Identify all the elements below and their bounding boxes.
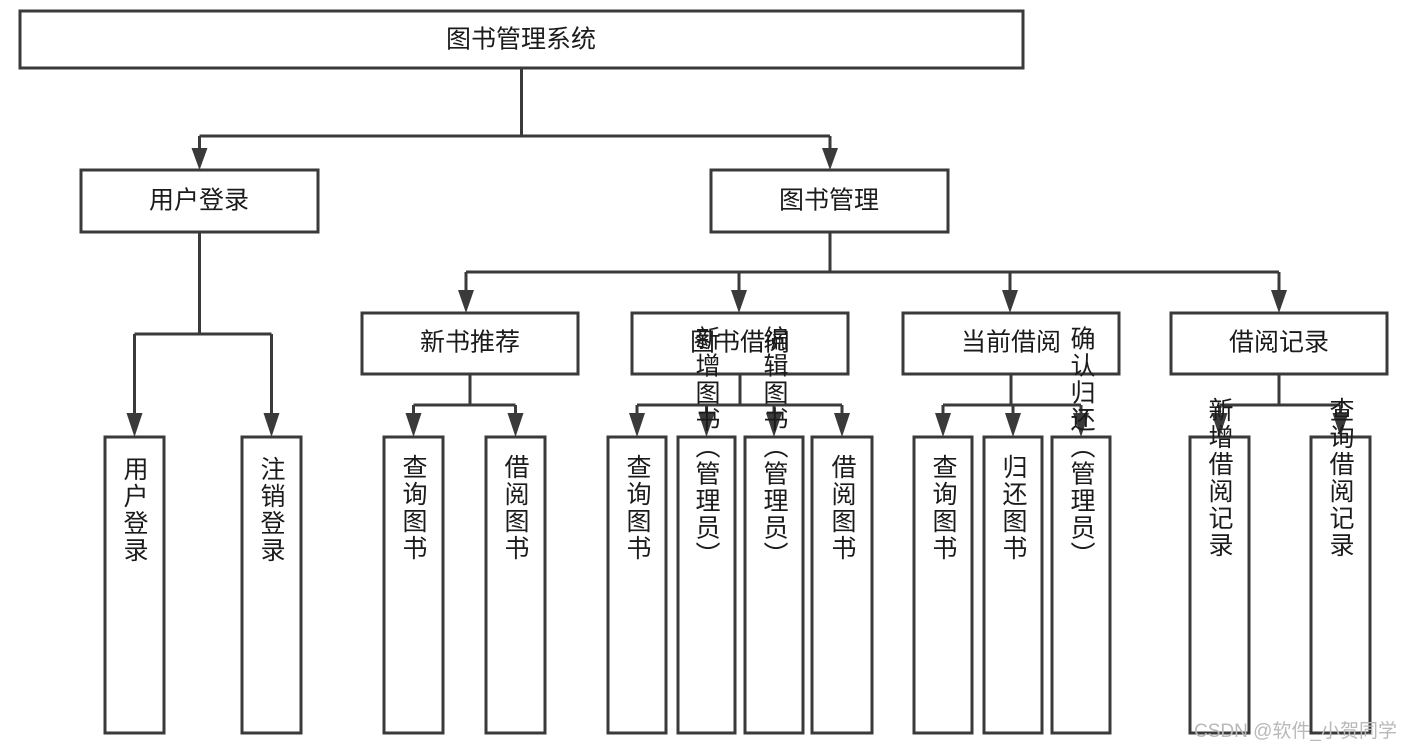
leaf-edit-book-box[interactable] [743,435,805,735]
arrow-bm-to-new-book-recommend [458,290,474,313]
leaf-confirm-return[interactable]: 确认归还（管理员） [1050,326,1112,735]
arrow-bb-leaf-1 [629,413,645,437]
leaf-confirm-return-box[interactable] [1050,435,1112,735]
node-new-book-recommend-label: 新书推荐 [420,329,520,357]
leaf-confirm-return-label: 确认归还（管理员） [1067,326,1096,569]
leaf-user-login-label: 用户登录 [120,456,149,564]
leaf-add-book-box[interactable] [676,435,737,735]
arrow-bb-leaf-2 [698,413,715,437]
leaf-borrow-book-rec-label: 借阅图书 [501,454,530,562]
leaf-query-book-borrow-label: 查询图书 [623,454,652,562]
leaf-query-book-rec-box[interactable] [382,435,445,735]
leaf-add-book-label: 新增图书（管理员） [692,326,721,569]
arrow-nbr-leaf-1 [405,413,422,437]
node-root-label: 图书管理系统 [446,26,596,54]
arrow-root-to-user-login [191,148,208,170]
leaf-borrow-book-rec-box[interactable] [484,435,547,735]
edges-layer [126,68,1349,437]
leaf-logout-login-box[interactable] [240,435,303,735]
leaf-logout-login[interactable]: 注销登录 [240,435,303,735]
arrow-br-leaf-2 [1332,413,1349,437]
node-borrow-record-box[interactable] [1169,311,1389,376]
leaf-logout-login-label: 注销登录 [257,456,286,564]
arrow-bm-to-book-borrow [731,290,747,313]
leaf-add-book[interactable]: 新增图书（管理员） [676,326,737,735]
leaf-borrow-book-label: 借阅图书 [828,454,857,562]
leaf-query-book-borrow[interactable]: 查询图书 [606,435,668,735]
leaf-add-borrow-record[interactable]: 新增借阅记录 [1188,397,1251,735]
node-book-manage-label: 图书管理 [779,187,879,215]
node-current-borrow[interactable]: 当前借阅 [901,311,1121,376]
node-root[interactable]: 图书管理系统 [18,9,1025,70]
leaf-query-book-rec-label: 查询图书 [399,454,428,562]
leaf-borrow-book-box[interactable] [810,435,874,735]
arrow-bb-leaf-3 [766,413,782,437]
leaf-edit-book[interactable]: 编辑图书（管理员） [743,326,805,735]
leaf-query-borrow-record-label: 查询借阅记录 [1326,397,1355,559]
leaf-query-book-cur[interactable]: 查询图书 [912,435,974,735]
arrow-bm-to-current-borrow [1002,290,1018,313]
leaf-query-book-rec[interactable]: 查询图书 [382,435,445,735]
leaf-borrow-book[interactable]: 借阅图书 [810,435,874,735]
node-user-login-label: 用户登录 [149,187,249,215]
leaf-borrow-book-rec[interactable]: 借阅图书 [484,435,547,735]
leaf-return-book[interactable]: 归还图书 [982,435,1044,735]
node-borrow-record[interactable]: 借阅记录 [1169,311,1389,376]
node-book-borrow-label: 图书借阅 [690,329,790,357]
arrow-nbr-leaf-2 [507,413,524,437]
leaf-query-book-cur-box[interactable] [912,435,974,735]
leaf-return-book-box[interactable] [982,435,1044,735]
leaf-query-borrow-record-box[interactable] [1309,435,1372,735]
arrow-user-login-leaf-1 [126,413,143,437]
leaf-query-book-borrow-box[interactable] [606,435,668,735]
node-root-box[interactable] [18,9,1025,70]
csdn-watermark: CSDN @软件_小贺同学 [1194,721,1397,742]
leaf-add-borrow-record-box[interactable] [1188,435,1251,735]
node-book-borrow-box[interactable] [630,311,850,376]
arrow-cb-leaf-3 [1073,413,1089,437]
arrow-br-leaf-1 [1211,413,1228,437]
arrow-cb-leaf-2 [1005,413,1021,437]
leaf-user-login[interactable]: 用户登录 [103,435,166,735]
arrow-user-login-leaf-2 [263,413,280,437]
node-current-borrow-box[interactable] [901,311,1121,376]
arrow-root-to-book-manage [822,148,838,170]
node-borrow-record-label: 借阅记录 [1229,329,1329,357]
node-new-book-recommend-box[interactable] [360,311,580,376]
arrow-bb-leaf-4 [834,413,850,437]
node-new-book-recommend[interactable]: 新书推荐 [360,311,580,376]
node-user-login[interactable]: 用户登录 [79,168,320,234]
leaf-query-borrow-record[interactable]: 查询借阅记录 [1309,397,1372,735]
leaf-add-borrow-record-label: 新增借阅记录 [1205,397,1234,559]
node-book-borrow[interactable]: 图书借阅 [630,311,850,376]
node-book-manage[interactable]: 图书管理 [709,168,950,234]
arrow-cb-leaf-1 [935,413,951,437]
leaf-user-login-box[interactable] [103,435,166,735]
arrow-bm-to-borrow-record [1271,290,1287,313]
leaf-return-book-label: 归还图书 [999,454,1028,562]
leaf-query-book-cur-label: 查询图书 [929,454,958,562]
leaf-edit-book-label: 编辑图书（管理员） [760,326,789,569]
node-book-manage-box[interactable] [709,168,950,234]
node-current-borrow-label: 当前借阅 [961,329,1061,357]
node-user-login-box[interactable] [79,168,320,234]
